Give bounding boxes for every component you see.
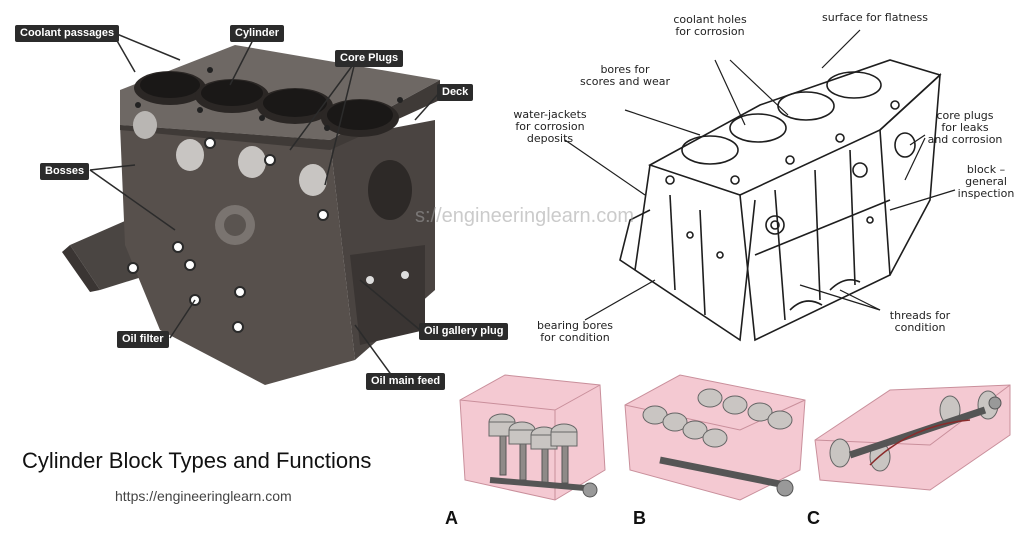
label-water-jackets: water-jackets for corrosion deposits <box>513 108 587 145</box>
callout-core-plugs: Core Plugs <box>335 50 404 67</box>
cylinder-block-photo <box>30 30 450 400</box>
site-url: https://engineeringlearn.com <box>115 488 292 504</box>
label-block-general: block – general inspection <box>957 163 1015 200</box>
label-bores-scores: bores for scores and wear <box>579 63 670 88</box>
callout-oil-gallery-plug: Oil gallery plug <box>419 323 509 340</box>
engine-type-a-label: A <box>445 508 458 528</box>
callout-oil-main-feed: Oil main feed <box>366 373 446 390</box>
callout-coolant-passages: Coolant passages <box>15 25 120 42</box>
watermark: s://engineeringlearn.com <box>415 205 635 227</box>
label-bearing-bores: bearing bores for condition <box>536 319 613 344</box>
engine-type-c-illustration <box>810 365 1020 505</box>
callout-deck: Deck <box>437 84 474 101</box>
label-threads: threads for condition <box>889 309 951 334</box>
page-title: Cylinder Block Types and Functions <box>22 448 372 473</box>
engine-type-b-label: B <box>633 508 646 528</box>
label-surface-flatness: surface for flatness <box>822 11 928 24</box>
label-coolant-holes: coolant holes for corrosion <box>673 13 747 38</box>
callout-cylinder: Cylinder <box>230 25 285 42</box>
label-core-plugs: core plugs for leaks and corrosion <box>927 109 1003 146</box>
engine-type-b-illustration <box>620 360 810 505</box>
callout-oil-filter: Oil filter <box>117 331 169 348</box>
callout-bosses: Bosses <box>40 163 90 180</box>
block-inspection-sketch <box>560 20 1020 360</box>
engine-type-a-illustration <box>450 360 615 505</box>
callout-leader-lines <box>89 31 441 381</box>
engine-type-c-label: C <box>807 508 820 528</box>
